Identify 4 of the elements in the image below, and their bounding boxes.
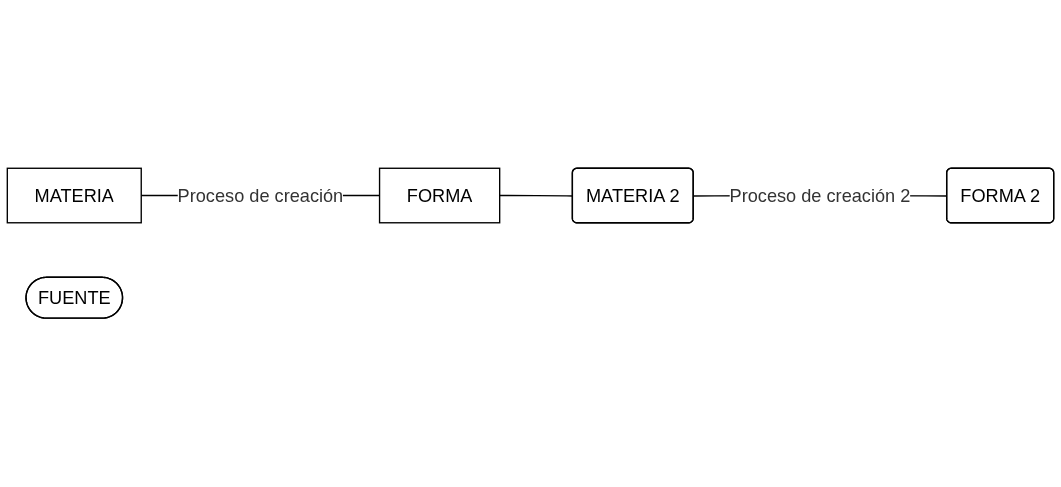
edge-label: Proceso de creación 2 [729,185,911,206]
node-box: FORMA [378,167,501,224]
edge-label: Proceso de creación [177,185,344,206]
node-box: MATERIA [6,167,142,224]
